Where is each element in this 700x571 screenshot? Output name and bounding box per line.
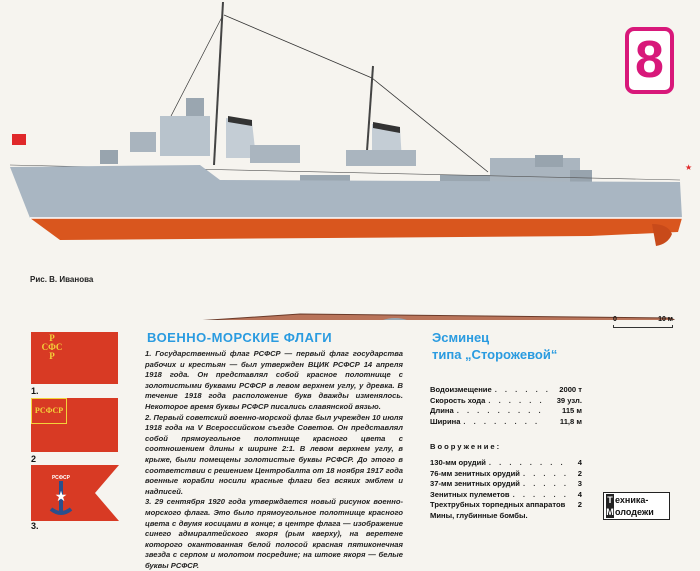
page-number-badge: 8: [625, 27, 674, 94]
flag-2-naval-flag-1918: РСФСР: [31, 398, 118, 452]
armament-label: Трехтрубных торпедных аппаратов: [430, 500, 566, 510]
anchor-icon: [49, 481, 73, 515]
armament-value: 4: [577, 458, 582, 467]
stern-flag: [12, 134, 26, 145]
logo-text: олодежи: [615, 507, 654, 517]
flags-section-body: 1. Государственный флаг РСФСР — первый ф…: [145, 349, 403, 571]
ship-side-view: ★: [9, 1, 692, 246]
logo-initial: М: [606, 506, 614, 518]
armament-label: 76-мм зенитных орудий: [430, 468, 520, 478]
leader-dots: . . . . .: [522, 479, 569, 489]
paragraph-2: 2. Первый советский военно-морской флаг …: [145, 412, 403, 496]
spec-value: 2000 т: [559, 385, 582, 394]
ship-title-line1: Эсминец: [432, 330, 490, 345]
svg-text:РСФСР: РСФСР: [52, 475, 71, 481]
scale-bar: 0 10 м: [613, 316, 673, 328]
leader-dots: . . . . . . . .: [463, 416, 541, 426]
illustration-credit: Рис. В. Иванова: [30, 275, 94, 284]
armament-value: 2: [577, 468, 582, 478]
leader-dots: . . . . . . . . .: [456, 406, 544, 416]
logo-initial: Т: [606, 494, 614, 506]
spec-label: Скорость хода: [430, 395, 486, 405]
ship-title-line2: типа „Сторожевой“: [432, 347, 558, 362]
leader-dots: . . . . . .: [512, 489, 569, 499]
armament-value: 3: [577, 479, 582, 489]
armament-note: Мины, глубинные бомбы.: [430, 510, 528, 520]
spec-value: 11,8 м: [559, 416, 582, 426]
logo-text: ехника-: [615, 495, 649, 505]
leader-dots: . . . . . .: [494, 385, 551, 394]
paragraph-1: 1. Государственный флаг РСФСР — первый ф…: [145, 349, 403, 411]
armament-title: Вооружение:: [430, 442, 502, 451]
spec-label: Длина: [430, 406, 454, 416]
flag-1-rsfsr-state-flag: Р СФС Р: [31, 332, 118, 384]
spec-label: Ширина: [430, 416, 461, 426]
armament-value: 4: [577, 489, 582, 499]
flag-label-1: 1.: [31, 386, 39, 396]
ship-illustration: ★: [9, 1, 692, 320]
svg-text:★: ★: [685, 163, 692, 172]
spec-label: Водоизмещение: [430, 385, 492, 394]
armament-label: Зенитных пулеметов: [430, 489, 510, 499]
scale-end: 10 м: [658, 316, 673, 323]
spec-value: 39 узл.: [556, 395, 582, 405]
armament-value: 2: [577, 500, 582, 510]
star-icon: ★: [55, 488, 68, 504]
flags-section-title: ВОЕННО-МОРСКИЕ ФЛАГИ: [147, 330, 333, 345]
ship-specs: Водоизмещение. . . . . . 2000 т Скорость …: [430, 385, 582, 427]
flag-label-3: 3.: [31, 521, 39, 531]
flag-label-2: 2: [31, 454, 37, 464]
ship-top-view: [202, 313, 675, 320]
leader-dots: . . . . . .: [488, 395, 545, 405]
armament-label: 130-мм орудий: [430, 458, 486, 467]
armament-label: 37-мм зенитных орудий: [430, 479, 520, 489]
leader-dots: . . . . . . . .: [488, 458, 566, 467]
leader-dots: [565, 500, 578, 511]
leader-dots: . . . . .: [522, 468, 569, 478]
flag-3-naval-flag-1920: ★ РСФСР: [31, 465, 119, 521]
spec-value: 115 м: [562, 406, 582, 416]
armament-list: Вооружение: 130-мм орудий. . . . . . . .…: [430, 442, 582, 522]
scale-start: 0: [613, 316, 617, 323]
paragraph-3: 3. 29 сентября 1920 года утверждается но…: [145, 497, 403, 570]
